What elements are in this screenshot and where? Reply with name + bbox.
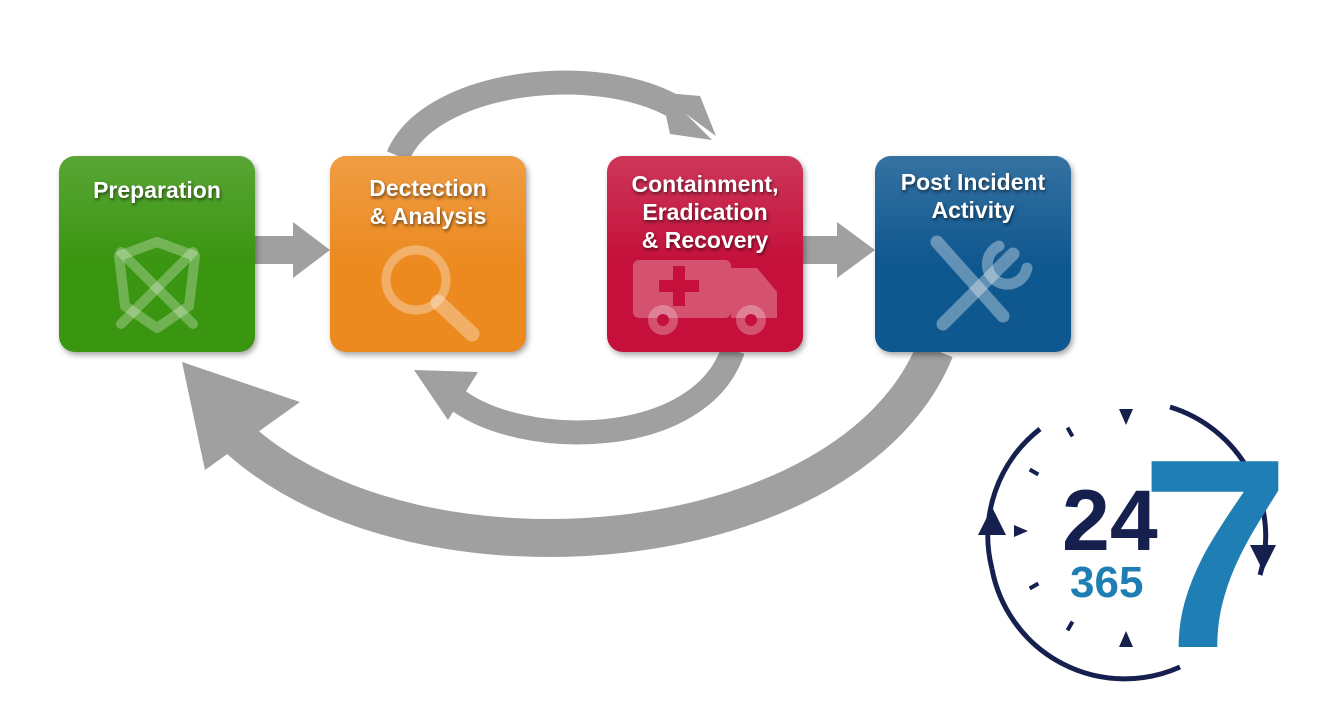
clock-ticks (1014, 409, 1133, 647)
step-detection-analysis: Dectection & Analysis (330, 156, 526, 352)
arrow-post-to-preparation (182, 342, 953, 557)
24-7-365-logo: 7 24 365 (978, 404, 1290, 685)
ring-arrow-right-icon (1250, 545, 1276, 571)
arrow-containment-to-post (803, 222, 875, 278)
arrow-containment-to-detection (414, 345, 745, 445)
arrow-detection-to-containment (386, 70, 716, 162)
logo-hours: 24 (1062, 473, 1158, 569)
step-preparation: Preparation (59, 156, 255, 352)
step-title: Dectection & Analysis (369, 175, 487, 229)
ring-arrow-left-icon (978, 507, 1006, 535)
logo-days: 365 (1070, 558, 1143, 607)
step-containment-eradication-recovery: Containment, Eradication & Recovery (607, 156, 803, 352)
step-title: Containment, Eradication & Recovery (631, 171, 779, 253)
ambulance-icon (633, 260, 777, 335)
tools-icon (930, 235, 1033, 331)
logo-seven: 7 (1140, 404, 1290, 685)
magnifier-icon (381, 245, 480, 342)
step-title: Preparation (93, 177, 221, 203)
clock-ring (978, 404, 1276, 682)
step-post-incident-activity: Post Incident Activity (875, 156, 1071, 352)
step-title: Post Incident Activity (900, 169, 1046, 223)
arrow-prep-to-detection (255, 222, 330, 278)
shield-swords-icon (114, 237, 200, 333)
